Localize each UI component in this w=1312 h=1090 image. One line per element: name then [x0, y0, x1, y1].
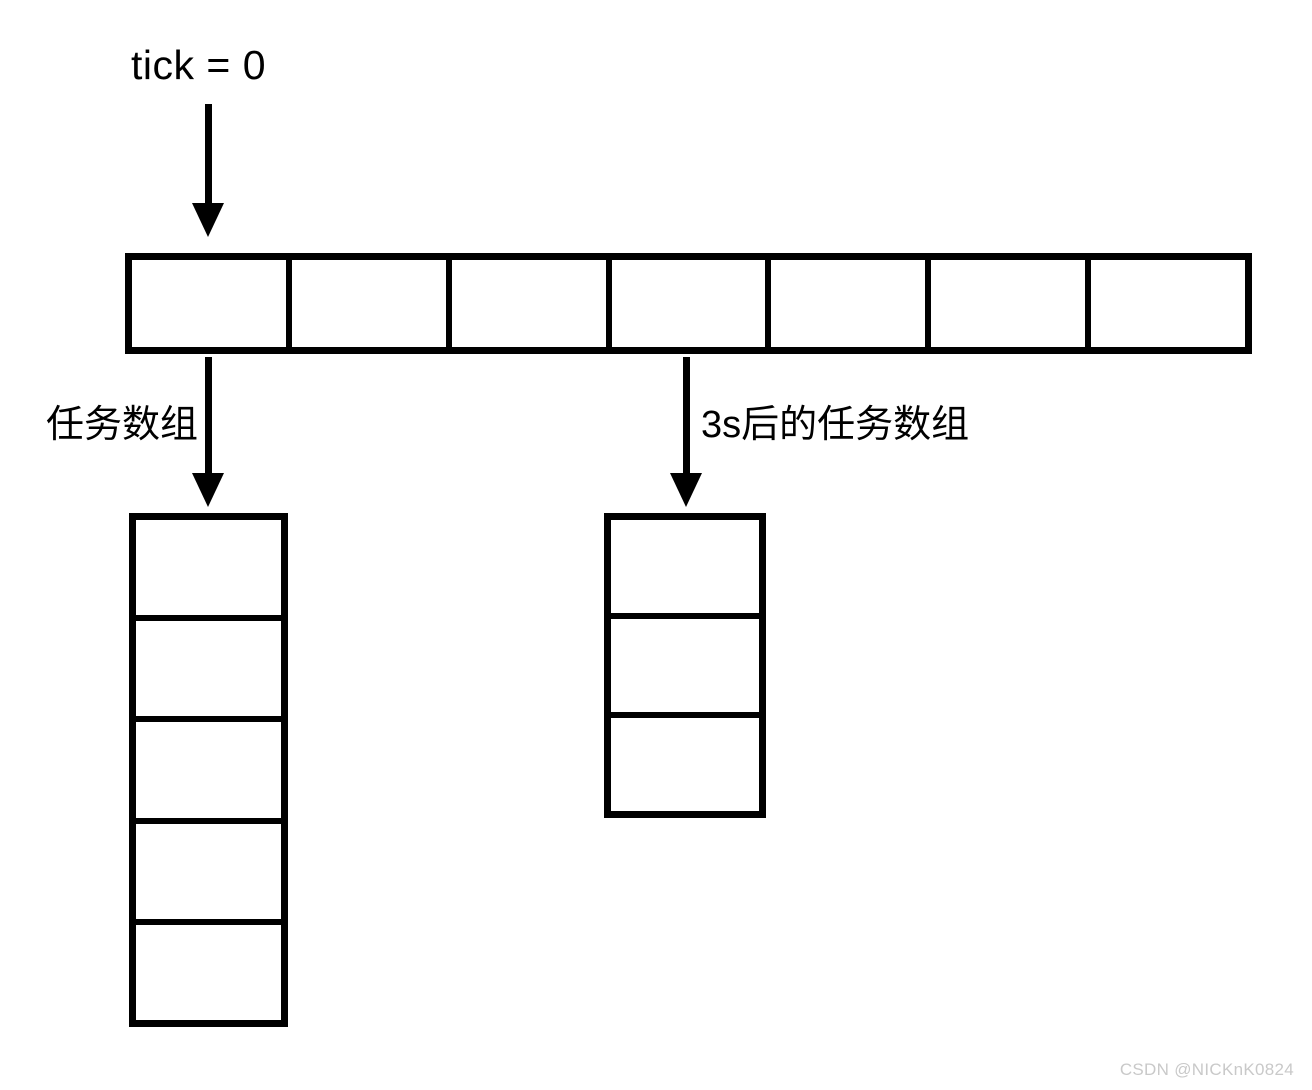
- arrow-shaft: [682, 357, 690, 474]
- tick-array-cell-5: [931, 260, 1092, 347]
- right-column-cell-1: [611, 619, 759, 718]
- tick-label: tick = 0: [131, 42, 267, 88]
- tick-array-cell-3: [611, 260, 772, 347]
- arrow-head: [192, 473, 224, 507]
- tick-array-cell-6: [1091, 260, 1246, 347]
- arrow-array-to-right-column-icon: [670, 357, 702, 507]
- left-column-cell-3: [136, 823, 281, 925]
- arrow-head: [192, 203, 224, 237]
- tick-array-cell-0: [132, 260, 292, 347]
- right-column-cell-2: [611, 718, 759, 811]
- tick-array: [125, 253, 1252, 354]
- right-task-column: [604, 513, 766, 818]
- left-column-cell-2: [136, 722, 281, 824]
- arrow-shaft: [204, 357, 212, 474]
- tick-array-cell-4: [771, 260, 932, 347]
- left-column-cell-4: [136, 924, 281, 1021]
- tick-array-cell-2: [451, 260, 612, 347]
- right-column-cell-0: [611, 520, 759, 619]
- left-column-cell-0: [136, 520, 281, 622]
- left-task-column: [129, 513, 288, 1027]
- right-column-label: 3s后的任务数组: [701, 404, 970, 446]
- arrow-tick-to-array-icon: [192, 104, 224, 237]
- arrow-shaft: [204, 104, 212, 204]
- left-column-cell-1: [136, 621, 281, 723]
- tick-array-cell-1: [291, 260, 452, 347]
- left-column-label: 任务数组: [46, 404, 199, 446]
- arrow-head: [670, 473, 702, 507]
- watermark: CSDN @NICKnK0824: [1119, 1060, 1294, 1079]
- arrow-array-to-left-column-icon: [192, 357, 224, 507]
